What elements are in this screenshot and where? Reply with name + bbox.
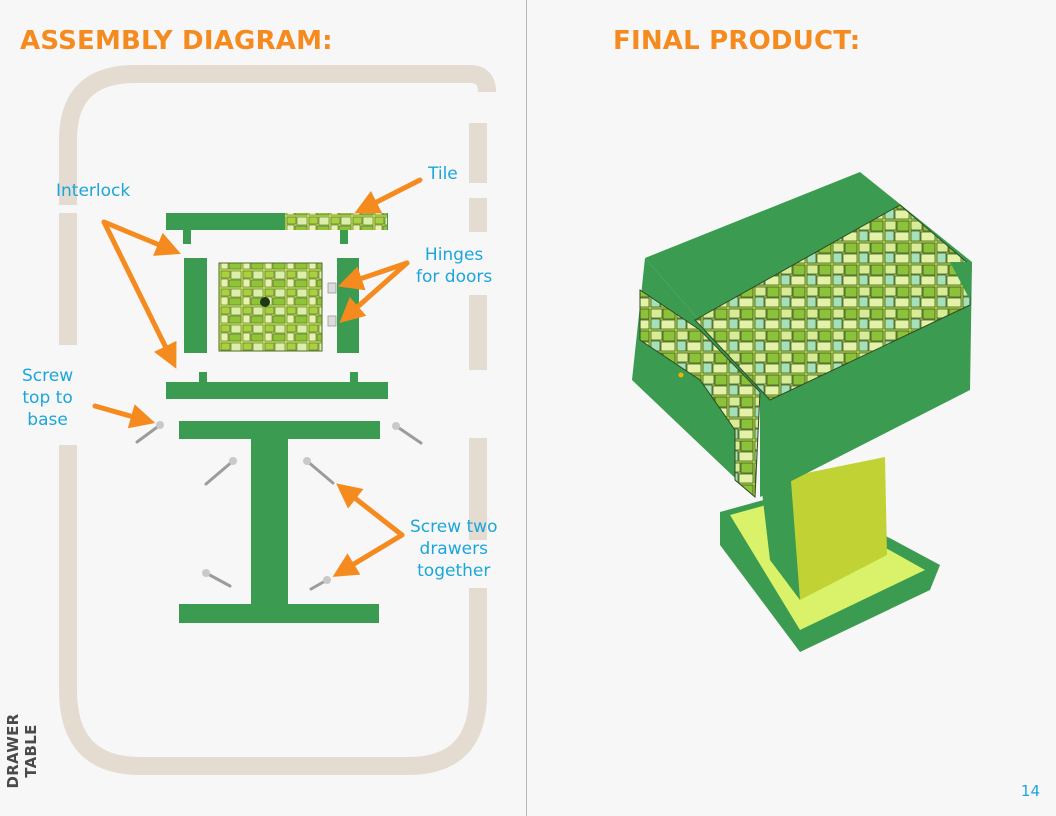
column [782, 457, 887, 600]
frame-outline [59, 65, 496, 205]
annotation-arrows [92, 177, 423, 577]
hinges-label: Hinges for doors [416, 245, 493, 287]
screw-top-label: Screw top to base [22, 366, 74, 430]
frame-outline-left [59, 213, 487, 775]
bottom-board [166, 382, 388, 399]
base-top [179, 421, 380, 439]
base-stem [251, 439, 288, 606]
screws [135, 423, 423, 591]
mosaic-door [218, 262, 323, 352]
mosaic-band-front [639, 289, 761, 499]
left-panel [184, 258, 207, 353]
page-divider [526, 0, 527, 816]
tile-label: Tile [428, 164, 458, 184]
screw-drawers-label: Screw two drawers together [410, 517, 498, 581]
page-number: 14 [1020, 782, 1040, 800]
drawer-table-side-title: DRAWER TABLE [4, 713, 40, 789]
door-knob [260, 297, 270, 307]
final-product-heading: FINAL PRODUCT: [613, 26, 861, 56]
interlock-label: Interlock [56, 181, 131, 201]
base-bottom [179, 604, 379, 623]
tile-strip [285, 213, 387, 230]
assembly-diagram-heading: ASSEMBLY DIAGRAM: [20, 26, 333, 56]
